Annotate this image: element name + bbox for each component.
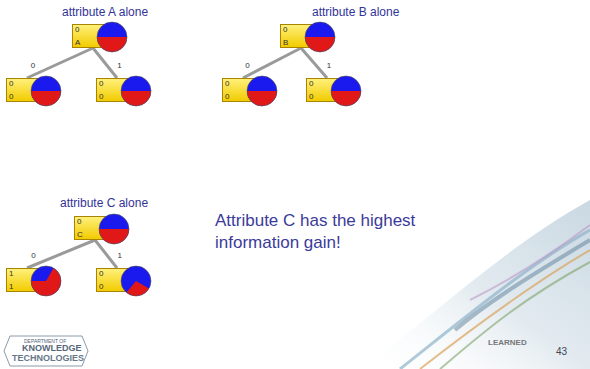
pie-outline bbox=[121, 266, 151, 296]
pie-red bbox=[331, 91, 361, 106]
class-pie-chart bbox=[246, 75, 278, 107]
pie-outline bbox=[305, 22, 335, 52]
tree-branch bbox=[27, 240, 95, 268]
branch-value: 1 bbox=[326, 61, 332, 70]
fiber-strand bbox=[420, 250, 590, 369]
pie-blue bbox=[31, 266, 61, 296]
pie-red bbox=[126, 281, 149, 296]
pie-outline bbox=[99, 214, 129, 244]
tree-node-box: 0A bbox=[72, 24, 114, 48]
pie-red bbox=[305, 37, 335, 52]
node-attribute-name: 0 bbox=[99, 92, 103, 101]
pie-blue bbox=[305, 22, 335, 52]
node-attribute-name: 0 bbox=[99, 282, 103, 291]
node-class-value: 1 bbox=[9, 269, 13, 278]
pie-red bbox=[97, 37, 127, 52]
node-attribute-name: 0 bbox=[309, 92, 313, 101]
pie-outline bbox=[247, 76, 277, 106]
node-attribute-name: 1 bbox=[9, 282, 13, 291]
pie-outline bbox=[97, 22, 127, 52]
class-pie-chart bbox=[120, 75, 152, 107]
pie-blue bbox=[331, 76, 361, 106]
pie-red bbox=[121, 91, 151, 106]
fiber-strand bbox=[455, 240, 590, 330]
node-attribute-name: A bbox=[75, 38, 80, 47]
pie-outline bbox=[31, 266, 61, 296]
node-class-value: 0 bbox=[309, 79, 313, 88]
node-attribute-name: 0 bbox=[225, 92, 229, 101]
branch-value: 1 bbox=[117, 251, 123, 260]
branch-value: 0 bbox=[244, 61, 250, 70]
pie-outline bbox=[121, 76, 151, 106]
node-class-value: 0 bbox=[99, 79, 103, 88]
pie-blue bbox=[247, 76, 277, 106]
tree-branch bbox=[27, 48, 93, 78]
tree-node-box: 0B bbox=[280, 24, 322, 48]
branch-value: 1 bbox=[116, 61, 122, 70]
node-attribute-name: C bbox=[77, 230, 83, 239]
fiber-strand bbox=[470, 225, 590, 300]
class-pie-chart bbox=[304, 21, 336, 53]
pie-red bbox=[247, 91, 277, 106]
tree-node-box: 0C bbox=[74, 216, 116, 240]
pie-red bbox=[99, 229, 129, 244]
logo-text: KNOWLEDGE bbox=[22, 343, 82, 353]
tree-node-box: 00 bbox=[306, 78, 348, 102]
class-pie-chart bbox=[120, 265, 152, 297]
node-attribute-name: B bbox=[283, 38, 288, 47]
slide-number: 43 bbox=[556, 346, 567, 358]
node-class-value: 0 bbox=[75, 25, 79, 34]
branch-value: 0 bbox=[30, 61, 36, 70]
tree-title: attribute B alone bbox=[312, 5, 399, 19]
tree-node-box: 00 bbox=[96, 268, 138, 292]
tree-branch bbox=[301, 48, 327, 78]
tree-branch bbox=[243, 48, 301, 78]
node-class-value: 0 bbox=[77, 217, 81, 226]
node-class-value: 0 bbox=[9, 79, 13, 88]
logo-outline bbox=[4, 336, 88, 366]
node-class-value: 0 bbox=[99, 269, 103, 278]
pie-outline bbox=[31, 76, 61, 106]
node-attribute-name: 0 bbox=[9, 92, 13, 101]
pie-blue bbox=[31, 76, 61, 106]
conclusion-text: Attribute C has the highest information … bbox=[215, 210, 455, 254]
pie-outline bbox=[331, 76, 361, 106]
class-pie-chart bbox=[30, 265, 62, 297]
tree-node-box: 11 bbox=[6, 268, 48, 292]
logo-text: LEARNED bbox=[488, 338, 527, 347]
class-pie-chart bbox=[98, 213, 130, 245]
class-pie-chart bbox=[30, 75, 62, 107]
tree-title: attribute A alone bbox=[62, 5, 148, 19]
pie-blue bbox=[121, 266, 151, 296]
logo-text: TECHNOLOGIES bbox=[12, 353, 84, 363]
tree-branch bbox=[93, 48, 117, 78]
pie-blue bbox=[97, 22, 127, 52]
fiber-strand bbox=[400, 230, 590, 369]
branch-value: 0 bbox=[30, 251, 36, 260]
node-class-value: 0 bbox=[225, 79, 229, 88]
pie-blue bbox=[121, 76, 151, 106]
tree-node-box: 00 bbox=[222, 78, 264, 102]
pie-blue bbox=[99, 214, 129, 244]
tree-node-box: 00 bbox=[96, 78, 138, 102]
pie-red bbox=[31, 91, 61, 106]
tree-node-box: 00 bbox=[6, 78, 48, 102]
class-pie-chart bbox=[96, 21, 128, 53]
node-class-value: 0 bbox=[283, 25, 287, 34]
tree-title: attribute C alone bbox=[60, 196, 148, 210]
fiber-strand bbox=[440, 262, 590, 369]
class-pie-chart bbox=[330, 75, 362, 107]
